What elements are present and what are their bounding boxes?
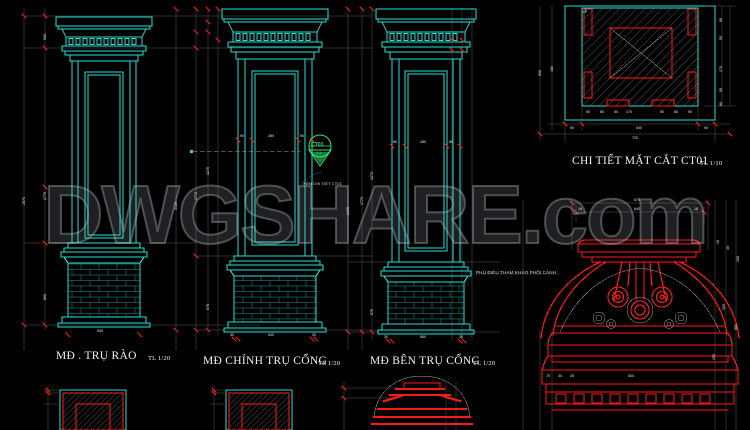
- dim-ct01-side-2: 50: [719, 36, 723, 40]
- dim-ct01-height-total: 600: [538, 70, 542, 76]
- dim-ct01-run-5: 50: [660, 110, 664, 114]
- dim-relief-right-2: 40: [726, 246, 730, 250]
- dim-relief-edge-left: 18: [578, 207, 582, 211]
- dim-relief-lower-1: 70: [546, 374, 550, 378]
- dim-ct01-run-7: 90: [688, 110, 692, 114]
- dim-col2-upper: 1770: [194, 192, 198, 200]
- dim-col2-edge-right: 90: [300, 134, 304, 138]
- dim-col3-shaft: 1770: [360, 197, 364, 205]
- dim-relief-right-3: 10: [716, 240, 720, 244]
- dim-col3-edge-left: 80: [393, 140, 397, 144]
- dim-col3-offset-right: 30: [459, 335, 463, 339]
- dim-relief-arc-height: 300: [722, 304, 726, 310]
- dim-relief-right-1: 100: [736, 256, 740, 262]
- dim-col3-base-height: 575: [370, 309, 374, 315]
- view-scale-section-ct01: TL 1/10: [700, 160, 723, 167]
- dim-col2-overall: 3420: [174, 202, 178, 210]
- dim-col2-base-height: 675: [206, 304, 210, 310]
- dim-col3-sub: 1270: [370, 172, 374, 180]
- dim-ct01-run-2: 80: [600, 110, 604, 114]
- dim-relief-plinth-width: 500: [628, 374, 634, 378]
- dim-col2-offset-right: 30: [312, 333, 316, 337]
- dim-ct01-outer-width: 720: [632, 136, 638, 140]
- dim-ct01-margin-left: 90: [570, 126, 574, 130]
- dim-relief-edge-right: 18: [694, 207, 698, 211]
- view-title-fence-pillar: MĐ . TRỤ RÀO: [56, 350, 137, 362]
- dim-relief-lower-3: 25: [570, 374, 574, 378]
- dim-ct01-height-inner: 480: [550, 66, 554, 72]
- dim-ct01-side-4: 50: [719, 88, 723, 92]
- dim-relief-top-width: 675: [634, 198, 640, 202]
- dim-col2-base-width: 540: [268, 333, 274, 337]
- dim-col2-panel: 280: [268, 134, 274, 138]
- view-scale-fence-pillar: TL 1/20: [148, 355, 171, 362]
- view-title-section-ct01: CHI TIẾT MẶT CẮT CT01: [572, 155, 709, 167]
- dim-col3-edge-right: 80: [449, 140, 453, 144]
- section-marker-sub: 1:1: [316, 151, 322, 155]
- dim-col3-base-width: 560: [420, 335, 426, 339]
- watermark: DWGSHARE.com: [42, 167, 709, 262]
- dim-col1-shaft: 1770: [43, 192, 47, 200]
- section-marker-tag: CT01: [311, 142, 324, 148]
- dim-col3-panel: 280: [420, 140, 426, 144]
- dim-ct01-inner-width: 540: [636, 126, 642, 130]
- dim-col1-cap: 500: [43, 34, 47, 40]
- dim-ct01-run-3: 50: [614, 110, 618, 114]
- dim-ct01-run-6: 80: [674, 110, 678, 114]
- dim-col2-shaft: 1270: [206, 167, 210, 175]
- dim-relief-band-height: 150: [712, 354, 716, 360]
- view-scale-main-gate-pillar: TL 1/20: [318, 360, 341, 367]
- view-title-main-gate-pillar: MĐ CHÍNH TRỤ CỔNG: [203, 355, 328, 367]
- dim-col1-base-height: 660: [43, 294, 47, 300]
- dim-col2-edge-left: 90: [240, 134, 244, 138]
- dim-ct01-side-3: 170: [719, 66, 723, 72]
- dim-ct01-side-5: 80: [719, 102, 723, 106]
- dim-col3-offset-left: 30: [384, 335, 388, 339]
- section-marker-note: XEM CHI TIẾT CT01: [303, 181, 342, 186]
- dim-relief-lower-2: 30: [558, 374, 562, 378]
- dim-col1-base-width: 540: [97, 329, 103, 333]
- dim-col2-offset-left: 30: [230, 333, 234, 337]
- dim-col1-overall: 2970: [22, 197, 26, 205]
- dim-relief-body-height: 850: [734, 324, 738, 330]
- dim-relief-inner-width: 640: [634, 207, 640, 211]
- view-title-side-gate-pillar: MĐ BÊN TRỤ CỔNG: [370, 355, 481, 367]
- dim-col3-overall: 2420: [346, 207, 350, 215]
- dim-ct01-run-mid: 170: [626, 110, 632, 114]
- dim-ct01-side-1: 80: [719, 18, 723, 22]
- dim-ct01-run-1: 90: [586, 110, 590, 114]
- dim-ct01-margin-right: 90: [704, 126, 708, 130]
- view-title-relief: PHÙ ĐIÊU THAM KHẢO PHỐI CẢNH: [476, 270, 557, 275]
- view-scale-side-gate-pillar: TL 1/20: [473, 360, 496, 367]
